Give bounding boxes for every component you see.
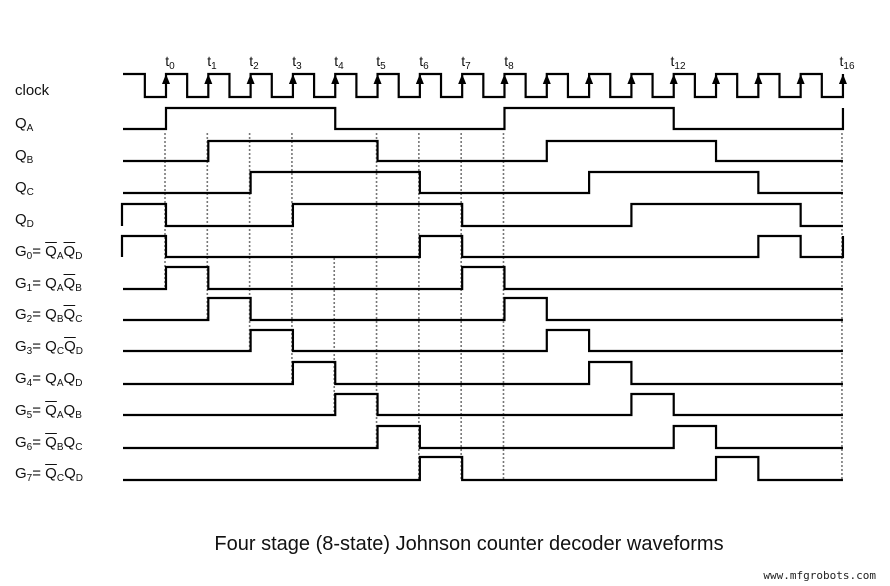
waveform-g3 — [123, 328, 843, 353]
waveform-g4 — [123, 360, 843, 386]
time-marker-t16: t16 — [839, 53, 855, 72]
rising-edge-arrow-icon — [246, 74, 255, 84]
rising-edge-arrow-icon — [162, 74, 170, 84]
signal-label-g0: G0= QAQD — [15, 243, 83, 262]
waveform-qb — [123, 139, 843, 163]
clock-label: clock — [15, 82, 50, 99]
waveform-qa — [123, 106, 845, 131]
time-marker-t6: t6 — [419, 53, 429, 72]
signal-label-qa: QA — [15, 115, 34, 134]
clock-waveform — [123, 72, 847, 99]
waveform-g1 — [123, 265, 843, 291]
rising-edge-arrow-icon — [458, 74, 467, 84]
time-marker-t2: t2 — [249, 53, 259, 72]
signal-label-g4: G4= QAQD — [15, 370, 83, 389]
signal-label-g1: G1= QAQB — [15, 275, 82, 294]
signal-label-g5: G5= QAQB — [15, 402, 82, 421]
rising-edge-arrow-icon — [838, 74, 847, 84]
rising-edge-arrow-icon — [373, 74, 382, 84]
waveform-qd — [120, 202, 843, 228]
rising-edge-arrow-icon — [500, 74, 509, 84]
signal-label-qb: QB — [15, 147, 34, 166]
rising-edge-arrow-icon — [415, 74, 424, 84]
waveform-g6 — [123, 424, 843, 450]
waveform-g7 — [123, 455, 843, 482]
rising-edge-arrow-icon — [627, 74, 636, 84]
rising-edge-arrow-icon — [585, 74, 594, 84]
rising-edge-arrow-icon — [669, 74, 678, 84]
signal-label-g6: G6= QBQC — [15, 434, 83, 453]
rising-edge-arrow-icon — [796, 74, 805, 84]
time-marker-t5: t5 — [376, 53, 386, 72]
signal-label-qc: QC — [15, 179, 34, 198]
time-marker-t7: t7 — [461, 53, 471, 72]
rising-edge-arrow-icon — [331, 74, 340, 84]
rising-edge-arrow-icon — [288, 74, 297, 84]
time-marker-t1: t1 — [207, 53, 217, 72]
signal-label-g3: G3= QCQD — [15, 338, 83, 357]
signal-label-g2: G2= QBQC — [15, 306, 83, 325]
figure-caption: Four stage (8-state) Johnson counter dec… — [214, 533, 724, 555]
watermark: www.mfgrobots.com — [763, 569, 876, 582]
waveform-g2 — [123, 296, 843, 322]
rising-edge-arrow-icon — [204, 74, 213, 84]
signal-label-qd: QD — [15, 211, 34, 230]
time-marker-t4: t4 — [334, 53, 344, 72]
clock-line — [123, 72, 845, 99]
waveform-g0 — [120, 234, 845, 259]
waveform-qc — [123, 170, 843, 195]
signal-waveforms — [120, 106, 845, 482]
rising-edge-arrow-icon — [754, 74, 763, 84]
time-marker-t3: t3 — [292, 53, 302, 72]
waveform-g5 — [123, 392, 843, 417]
time-marker-t12: t12 — [670, 53, 686, 72]
time-marker-t0: t0 — [165, 53, 175, 72]
signal-label-g7: G7= QCQD — [15, 465, 83, 484]
rising-edge-arrow-icon — [542, 74, 551, 84]
time-marker-t8: t8 — [504, 53, 514, 72]
rising-edge-arrow-icon — [712, 74, 721, 84]
